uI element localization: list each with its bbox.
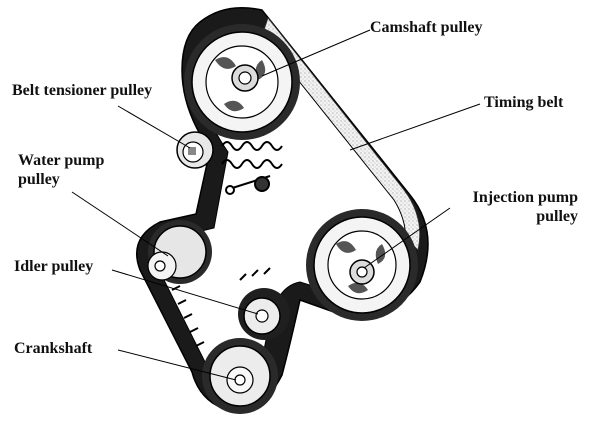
- idler-pulley: [238, 288, 290, 340]
- leader-water-pump: [72, 192, 168, 256]
- belt-tensioner-pulley: [177, 132, 213, 168]
- injection-pump-pulley: [306, 209, 418, 321]
- label-injection-pump-line1: Injection pump: [452, 188, 578, 207]
- leader-timing-belt: [350, 104, 480, 150]
- label-idler-pulley: Idler pulley: [14, 257, 93, 276]
- label-injection-pump-pulley: Injection pump pulley: [452, 188, 578, 226]
- water-pump-pulley: [148, 220, 212, 284]
- crankshaft-pulley: [202, 338, 278, 414]
- label-water-pump-line1: Water pump: [18, 151, 104, 170]
- label-crankshaft: Crankshaft: [14, 339, 92, 358]
- camshaft-pulley: [184, 24, 300, 140]
- leader-tensioner: [118, 106, 190, 148]
- label-injection-pump-line2: pulley: [452, 207, 578, 226]
- label-belt-tensioner-pulley: Belt tensioner pulley: [12, 81, 152, 100]
- label-camshaft-pulley: Camshaft pulley: [370, 18, 482, 37]
- label-timing-belt: Timing belt: [484, 93, 563, 112]
- label-water-pump-line2: pulley: [18, 170, 104, 189]
- label-water-pump-pulley: Water pump pulley: [18, 151, 104, 189]
